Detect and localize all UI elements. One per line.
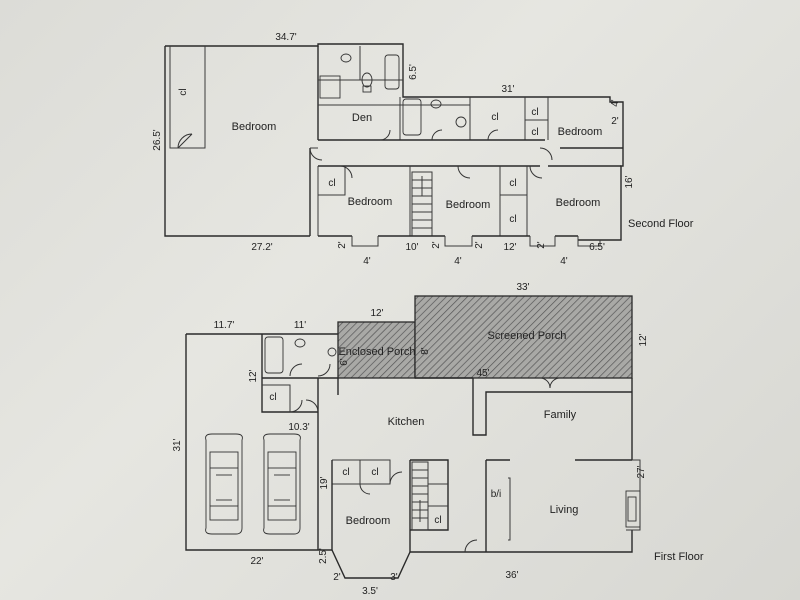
- screened-porch-label: Screened Porch: [488, 330, 567, 342]
- dim-b-4c: 4': [560, 256, 568, 267]
- car-icon: [263, 433, 301, 535]
- closet-label: cl: [328, 178, 335, 189]
- closet-label: cl: [434, 515, 441, 526]
- closet-label: cl: [491, 112, 498, 123]
- dim-right-height: 27': [636, 465, 647, 478]
- dim-garage-bottom: 22': [250, 556, 263, 567]
- closet-label: cl: [531, 107, 538, 118]
- enclosed-porch-label: Enclosed Porch: [338, 346, 415, 358]
- dim-6: 6': [339, 358, 350, 366]
- closet-label: cl: [269, 392, 276, 403]
- dim-bottom-right: 36': [505, 570, 518, 581]
- first-floor-plan: Enclosed Porch Screened Porch Kitchen Fa…: [172, 282, 704, 597]
- dim-screened-width: 33': [516, 282, 529, 293]
- den-label: Den: [352, 112, 372, 124]
- closet-label: cl: [509, 214, 516, 225]
- second-floor-plan: Bedroom Den Bedroom Bedroom Bedroom Bedr…: [152, 32, 694, 267]
- dim-left-height: 31': [172, 438, 183, 451]
- first-floor-title: First Floor: [654, 551, 704, 563]
- dim-45: 45': [476, 368, 489, 379]
- dim-2: 2': [333, 572, 341, 583]
- dim-b-2d: 2': [536, 241, 547, 249]
- dim-10-3: 10.3': [288, 422, 309, 433]
- built-in-label: b/i: [491, 489, 502, 500]
- closet-label: cl: [178, 88, 189, 95]
- dim-b-12: 12': [503, 242, 516, 253]
- dim-b-10: 10': [405, 242, 418, 253]
- second-floor-title: Second Floor: [628, 218, 694, 230]
- dim-bed-height: 19': [319, 476, 330, 489]
- dim-b-2b: 2': [431, 241, 442, 249]
- dim-bath-depth: 6.5': [408, 64, 419, 80]
- dim-bath-width: 11': [294, 320, 306, 331]
- dim-top-width: 34.7': [275, 32, 296, 43]
- dim-right-height: 16': [624, 175, 635, 188]
- family-label: Family: [544, 409, 577, 421]
- screened-porch-area: [414, 295, 633, 379]
- bedroom-ne-label: Bedroom: [558, 126, 603, 138]
- bedroom-label: Bedroom: [346, 515, 391, 527]
- dim-b-2c: 2': [474, 241, 485, 249]
- dim-garage-width: 11.7': [214, 320, 235, 331]
- dim-bottom-left: 27.2': [251, 242, 272, 253]
- closet-label: cl: [371, 467, 378, 478]
- enclosed-porch-area: [337, 321, 416, 379]
- closet-label: cl: [342, 467, 349, 478]
- kitchen-label: Kitchen: [388, 416, 425, 428]
- dim-3: 3': [390, 572, 398, 583]
- dim-b-2a: 2': [337, 241, 348, 249]
- dim-left-height: 26.5': [152, 129, 163, 150]
- master-bedroom-label: Bedroom: [232, 121, 277, 133]
- dim-2-5: 2.5': [318, 548, 329, 564]
- dim-porch-width: 12': [370, 308, 383, 319]
- dim-porch-right: 12': [638, 333, 649, 346]
- closet-label: cl: [531, 127, 538, 138]
- dim-small-2: 2': [611, 116, 619, 127]
- dim-right-width: 31': [501, 84, 514, 95]
- living-label: Living: [550, 504, 579, 516]
- closet-label: cl: [509, 178, 516, 189]
- dim-b-4b: 4': [454, 256, 462, 267]
- dim-b-4a: 4': [363, 256, 371, 267]
- bedroom-e-label: Bedroom: [556, 197, 601, 209]
- bedroom-mid-label: Bedroom: [446, 199, 491, 211]
- dim-12: 12': [248, 369, 259, 382]
- bedroom-w-label: Bedroom: [348, 196, 393, 208]
- dim-small-4: 4': [610, 99, 621, 107]
- dim-b-65: 6.5': [589, 242, 605, 253]
- car-icon: [205, 433, 243, 535]
- dim-3-5: 3.5': [362, 586, 378, 597]
- dim-porch-depth: 8': [420, 347, 431, 355]
